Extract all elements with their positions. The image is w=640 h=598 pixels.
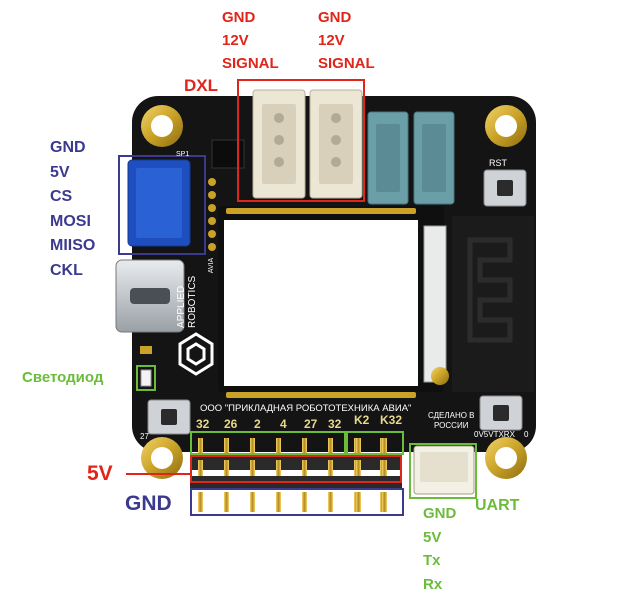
dxl-pin-a: GND (222, 9, 256, 26)
k-label: K2 (354, 413, 370, 427)
header-pin (302, 492, 307, 512)
mounting-hole-top-left (141, 105, 183, 147)
spi-pin: MIISO (50, 237, 96, 254)
led (140, 369, 152, 387)
dxl-connector-b (309, 89, 363, 199)
pin-number: 32 (196, 417, 210, 431)
mounting-hole-bottom-right (485, 437, 527, 479)
header-pin (250, 438, 255, 454)
silk-brand-line1: APPLIED (176, 285, 187, 328)
spi-pin: MOSI (50, 212, 91, 230)
dxl-label: DXL (184, 76, 218, 95)
header-pin (356, 460, 361, 476)
pin-number: 32 (328, 417, 342, 431)
esp-module (218, 206, 447, 398)
pin-number: 4 (280, 417, 287, 431)
header-pin (224, 492, 229, 512)
uart-pin: 5V (423, 528, 442, 546)
led-highlight-box (136, 365, 156, 391)
pin-number: 26 (224, 417, 238, 431)
uart-highlight-box (409, 443, 477, 499)
uart-label: UART (475, 497, 520, 514)
five-v-highlight-box (190, 455, 402, 483)
silk-brand-line2: ROBOTICS (187, 275, 198, 328)
silk-rst: RST (489, 158, 507, 168)
dxl-pin-a: 12V (222, 32, 249, 49)
header-pin (328, 460, 333, 476)
spi-pin: CS (50, 188, 73, 205)
header-pin (276, 492, 281, 512)
spi-pins-label: GND 5V CS MOSI MIISO CKL (50, 136, 95, 283)
header-pin (224, 460, 229, 476)
silk-left-num: 27 (140, 432, 149, 441)
left-button (147, 399, 191, 435)
header-pin (198, 492, 203, 512)
gnd-highlight-box (190, 488, 404, 516)
ic-chip (211, 139, 245, 169)
right-button (479, 395, 523, 431)
uart-pins-label: GND 5V Tx Rx (423, 502, 456, 596)
dxl-pins-label-a: GND 12V SIGNAL (222, 6, 279, 75)
signal-pins-highlight-box (190, 431, 346, 455)
spi-pin: GND (50, 139, 86, 156)
header-pin (356, 438, 361, 454)
spi-pin: 5V (50, 163, 70, 181)
silk-company: ООО "ПРИКЛАДНАЯ РОБОТОТЕХНИКА АВИА" (200, 403, 412, 414)
teal-connector-b (413, 111, 455, 205)
antenna-area (431, 216, 534, 392)
mounting-hole-top-right (485, 105, 527, 147)
silk-right-header: 0V5VTXRX (474, 430, 515, 439)
pin-number: 27 (304, 417, 318, 431)
header-pin (302, 438, 307, 454)
silk-avia: AVIA (208, 257, 216, 274)
header-pin (356, 492, 361, 512)
gnd-label: GND (125, 492, 172, 515)
dxl-pin-b: GND (318, 9, 352, 26)
header-pin (224, 438, 229, 454)
led-label: Светодиод (22, 369, 104, 386)
spi-pads (208, 178, 216, 251)
usb-port (115, 259, 185, 333)
silk-sp1: SP1 (176, 151, 190, 158)
dxl-highlight-box (237, 79, 365, 202)
header-pin (198, 438, 203, 454)
uart-connector (413, 445, 475, 495)
silk-made-in-1: СДЕЛАНО В (428, 411, 475, 420)
dxl-pin-b: 12V (318, 32, 345, 49)
header-pin (302, 460, 307, 476)
uart-pin: Tx (423, 552, 441, 569)
silk-right-num: 0 (524, 430, 529, 439)
header-pin (250, 460, 255, 476)
rst-button (483, 169, 527, 207)
spi-highlight-box (118, 155, 206, 255)
header-pin (382, 492, 387, 512)
header-pin (328, 492, 333, 512)
header-pin (276, 438, 281, 454)
k-pins-highlight-box (346, 431, 404, 455)
spi-connector (127, 159, 191, 247)
header-pin (198, 460, 203, 476)
k-label: K32 (380, 413, 403, 427)
uart-pin: Rx (423, 575, 443, 593)
uart-pin: GND (423, 505, 457, 522)
header-pin (328, 438, 333, 454)
silk-made-in-2: РОССИИ (434, 421, 469, 430)
header-pin (250, 492, 255, 512)
led-resistor (140, 346, 152, 354)
dxl-connector-a (252, 89, 306, 199)
spi-pin: CKL (50, 261, 83, 279)
dxl-pins-label-b: GND 12V SIGNAL (318, 6, 375, 75)
header-pin (382, 460, 387, 476)
applied-robotics-logo (178, 332, 214, 376)
dxl-pin-b: SIGNAL (318, 55, 375, 72)
teal-connector-a (367, 111, 409, 205)
mounting-hole-bottom-left (141, 437, 183, 479)
dxl-pin-a: SIGNAL (222, 55, 279, 72)
pin-number: 2 (254, 417, 261, 431)
header-pin (276, 460, 281, 476)
five-v-label: 5V (87, 462, 113, 485)
header-pin (382, 438, 387, 454)
